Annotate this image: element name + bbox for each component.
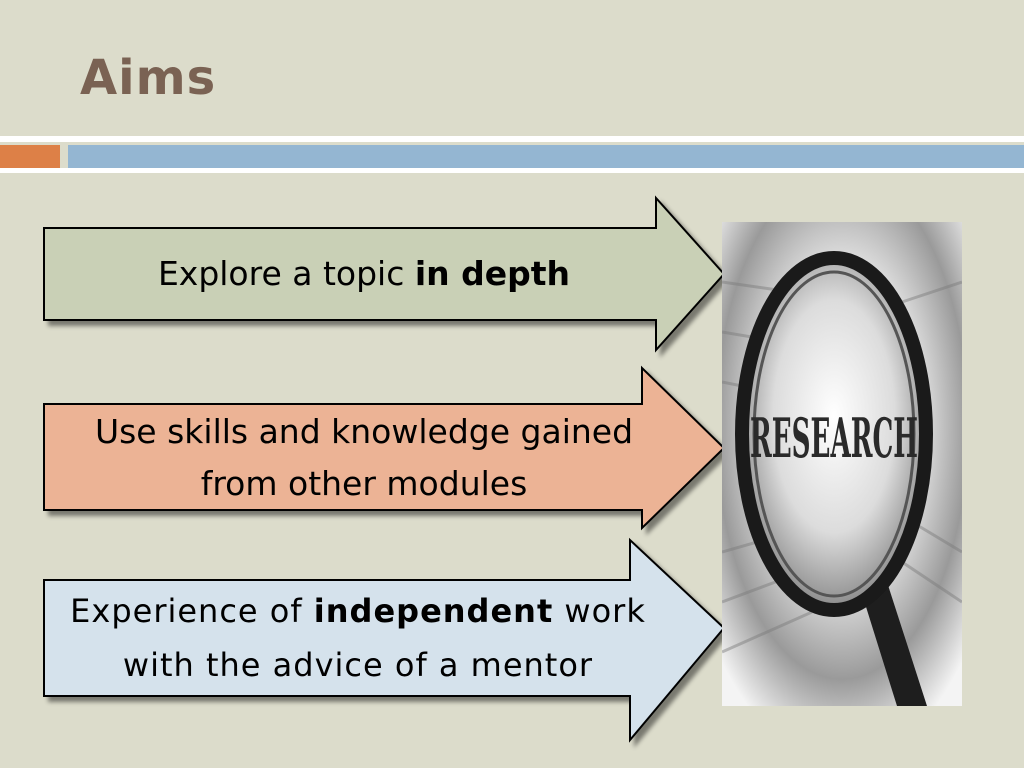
arrow-text-experience: Experience of independent work with the … bbox=[70, 592, 646, 684]
arrow-shape-3 bbox=[43, 537, 726, 743]
arrow-text-skills: Use skills and knowledge gained from oth… bbox=[94, 412, 634, 503]
slide-title: Aims bbox=[80, 50, 217, 106]
research-label: RESEARCH bbox=[750, 406, 918, 470]
arrow-shape-2 bbox=[43, 365, 726, 531]
divider-line-top bbox=[0, 136, 1024, 142]
research-magnifier-image: RESEARCH bbox=[722, 222, 962, 706]
divider-line-bottom bbox=[0, 168, 1024, 173]
accent-bar-blue bbox=[68, 145, 1024, 168]
magnifying-glass-icon: RESEARCH bbox=[722, 222, 962, 706]
accent-bar-orange bbox=[0, 145, 60, 168]
arrow-shape-1 bbox=[43, 195, 726, 353]
arrow-text-explore: Explore a topic in depth bbox=[157, 254, 571, 293]
